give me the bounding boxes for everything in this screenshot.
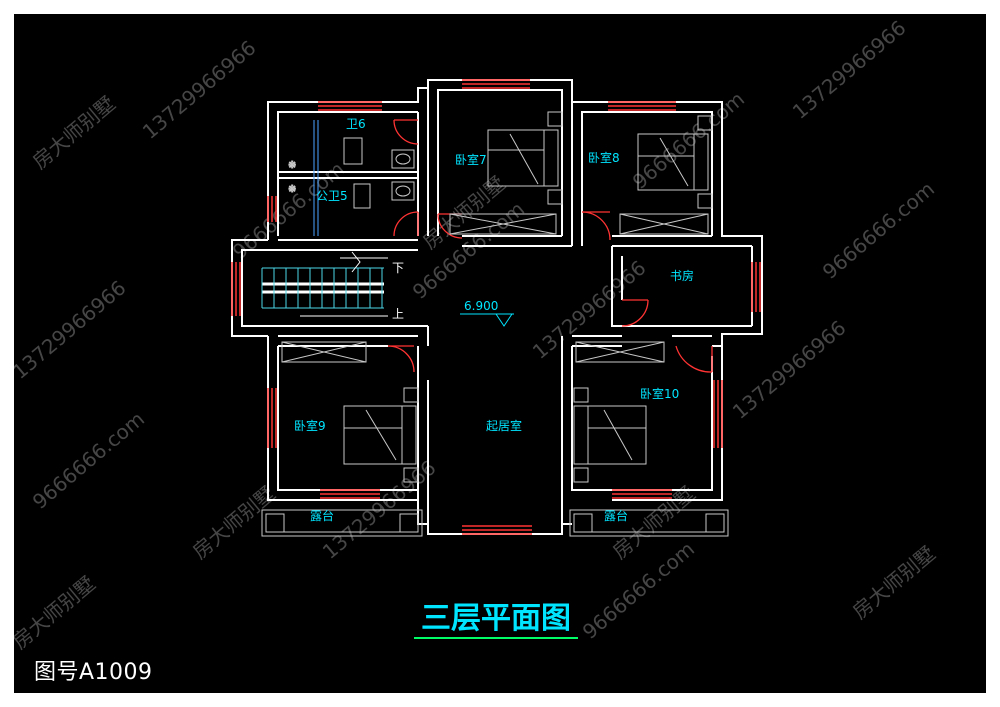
room-label-terrace-left: 露台 bbox=[310, 508, 334, 523]
wall-bedroom9-inner bbox=[277, 346, 418, 491]
window-right-study bbox=[751, 262, 761, 312]
windows bbox=[231, 79, 761, 535]
stair-label-up: 上 bbox=[392, 307, 404, 321]
stair-treads bbox=[261, 268, 383, 308]
room-label-bath6: 卫6 bbox=[346, 117, 366, 131]
watermark-brand: 房大师别墅 bbox=[848, 541, 940, 624]
wall-bedroom8 bbox=[572, 101, 763, 347]
wall-bath-inner bbox=[277, 111, 418, 236]
watermark-layer: 13729966966 9666666.com 房大师别墅 1372996696… bbox=[8, 15, 940, 654]
room-label-bedroom10: 卧室10 bbox=[640, 386, 679, 401]
watermark-phone: 13729966966 bbox=[788, 15, 911, 123]
terrace-left bbox=[261, 509, 423, 537]
staircase bbox=[262, 267, 384, 309]
room-label-public-bath5: 公卫5 bbox=[316, 189, 348, 203]
shower-mark: ※ bbox=[288, 160, 296, 171]
door-bedroom8 bbox=[581, 211, 611, 241]
wall-bedroom10-outer bbox=[612, 346, 723, 501]
shower-mark: ※ bbox=[288, 184, 296, 195]
nightstand bbox=[697, 115, 713, 131]
wall-bath-outer bbox=[267, 87, 428, 240]
nightstand bbox=[573, 387, 589, 403]
room-label-bedroom7: 卧室7 bbox=[455, 152, 487, 167]
sink-bath5 bbox=[391, 181, 415, 201]
wall-bedroom9 bbox=[267, 336, 418, 501]
stair-label-down: 下 bbox=[392, 261, 404, 275]
door-study bbox=[621, 299, 649, 327]
watermark-brand: 房大师别墅 bbox=[14, 571, 100, 654]
room-labels: 卫6 公卫5 卧室7 卧室8 书房 卧室9 起居室 卧室10 露台 露台 bbox=[294, 117, 694, 523]
door-bedroom10 bbox=[675, 345, 713, 373]
cad-canvas: 13729966966 9666666.com 房大师别墅 1372996696… bbox=[8, 14, 986, 693]
elevation-label: 6.900 bbox=[464, 299, 498, 313]
bed-bedroom10 bbox=[587, 405, 647, 465]
wall-bedroom7-inner bbox=[437, 89, 563, 236]
window-bottom-living bbox=[462, 525, 532, 535]
window-top-bedroom8 bbox=[608, 101, 676, 111]
nightstand bbox=[697, 193, 713, 209]
watermark-phone: 13729966966 bbox=[138, 35, 261, 143]
wardrobe-bedroom7 bbox=[449, 213, 557, 235]
window-left-bath bbox=[267, 196, 277, 222]
walls bbox=[231, 79, 763, 535]
furniture: ※ ※ bbox=[261, 111, 729, 537]
floor-plan-svg: 13729966966 9666666.com 房大师别墅 1372996696… bbox=[8, 15, 940, 654]
drawing-title: 三层平面图 bbox=[421, 601, 571, 636]
wall-living bbox=[427, 336, 563, 535]
sink-bath6 bbox=[391, 149, 415, 169]
wardrobe-bedroom10 bbox=[575, 341, 665, 363]
wardrobe-bedroom8 bbox=[619, 213, 709, 235]
wardrobe-bedroom9 bbox=[281, 341, 367, 363]
room-label-bedroom8: 卧室8 bbox=[588, 150, 620, 165]
watermark-phone: 13729966966 bbox=[728, 315, 851, 423]
door-bedroom9 bbox=[387, 345, 415, 373]
wall-bedroom10-inner bbox=[571, 346, 713, 491]
elevation-marker: 6.900 bbox=[460, 299, 514, 327]
watermark-site: 9666666.com bbox=[818, 177, 939, 284]
room-label-study: 书房 bbox=[670, 268, 694, 283]
wall-living-inner bbox=[417, 346, 428, 525]
room-label-living: 起居室 bbox=[486, 418, 522, 433]
wall-study bbox=[611, 246, 650, 327]
nightstand bbox=[547, 111, 563, 127]
watermark-site: 9666666.com bbox=[28, 407, 149, 514]
toilet-bath6 bbox=[343, 137, 363, 165]
drawing-number: 图号A1009 bbox=[34, 660, 153, 685]
watermark-site: 9666666.com bbox=[578, 537, 699, 644]
door-bath6 bbox=[393, 119, 419, 145]
window-top-bedroom7 bbox=[462, 79, 530, 89]
stair-arrows bbox=[300, 251, 388, 317]
window-bottom-bedroom9 bbox=[320, 489, 380, 499]
room-label-bedroom9: 卧室9 bbox=[294, 418, 326, 433]
watermark-brand: 房大师别墅 bbox=[28, 91, 120, 174]
nightstand bbox=[547, 189, 563, 205]
terrace-right bbox=[569, 509, 729, 537]
toilet-bath5 bbox=[353, 183, 371, 209]
wall-stair-inner bbox=[241, 249, 278, 327]
watermark-phone: 13729966966 bbox=[14, 275, 130, 383]
watermark-phone: 13729966966 bbox=[528, 255, 651, 363]
wall-bedroom8-inner bbox=[581, 111, 713, 246]
window-left-stair bbox=[231, 262, 241, 316]
doors bbox=[387, 119, 713, 373]
nightstand bbox=[403, 387, 419, 403]
window-right-bedroom10 bbox=[713, 380, 723, 448]
window-bottom-bedroom10 bbox=[612, 489, 672, 499]
room-label-terrace-right: 露台 bbox=[604, 508, 628, 523]
door-bath5 bbox=[393, 211, 419, 237]
stair-labels: 下 上 bbox=[392, 261, 404, 321]
nightstand bbox=[403, 467, 419, 483]
nightstand bbox=[573, 467, 589, 483]
window-top-bath bbox=[318, 101, 382, 111]
wall-bedroom10 bbox=[561, 336, 572, 525]
window-left-bedroom9 bbox=[267, 388, 277, 448]
